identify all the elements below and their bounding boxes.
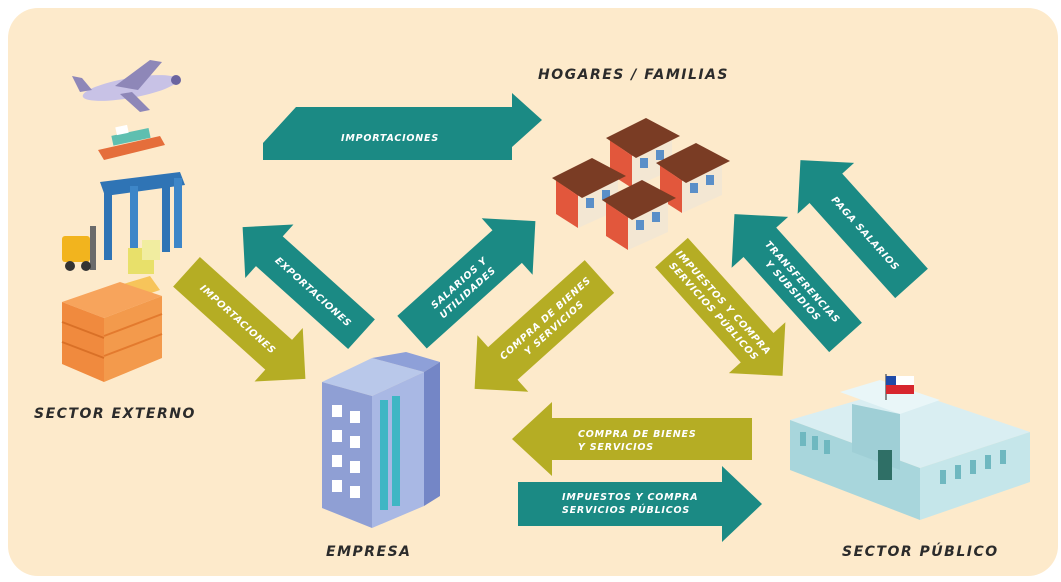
airplane-icon bbox=[72, 60, 181, 112]
arrow-compra-bottom-label-2: Y SERVICIOS bbox=[578, 442, 654, 453]
office-building-icon bbox=[322, 352, 440, 528]
chile-flag-icon bbox=[885, 374, 914, 400]
boxes-icon bbox=[61, 240, 163, 382]
houses-icon bbox=[552, 118, 730, 250]
arrow-exportaciones: EXPORTACIONES bbox=[242, 224, 375, 350]
ship-icon bbox=[98, 124, 165, 160]
arrow-importaciones-top: IMPORTACIONES bbox=[263, 93, 542, 160]
crane-icon bbox=[100, 172, 185, 260]
label-empresa: EMPRESA bbox=[326, 544, 412, 560]
arrow-compra-bottom-label-1: COMPRA DE BIENES bbox=[578, 429, 696, 440]
arrow-compra-bienes-bottom: COMPRA DE BIENES Y SERVICIOS bbox=[512, 402, 752, 476]
arrow-impuestos-bottom-label-1: IMPUESTOS Y COMPRA bbox=[562, 492, 698, 503]
label-hogares: HOGARES / FAMILIAS bbox=[538, 67, 729, 83]
arrow-importaciones-top-label: IMPORTACIONES bbox=[341, 133, 439, 144]
forklift-icon bbox=[62, 226, 96, 271]
label-sector-publico: SECTOR PÚBLICO bbox=[842, 542, 999, 560]
arrow-impuestos-bottom: IMPUESTOS Y COMPRA SERVICIOS PÚBLICOS bbox=[518, 466, 762, 542]
label-sector-externo: SECTOR EXTERNO bbox=[34, 406, 196, 422]
arrow-impuestos-bottom-label-2: SERVICIOS PÚBLICOS bbox=[562, 504, 690, 516]
government-building-icon bbox=[790, 380, 1030, 520]
